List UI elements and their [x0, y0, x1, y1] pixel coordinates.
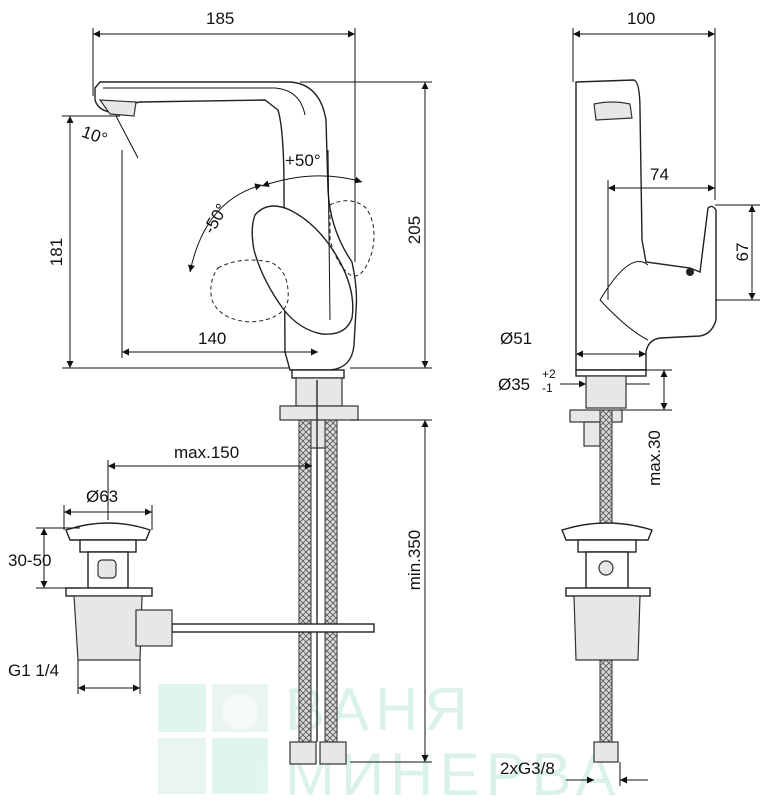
watermark-line1: ВАНЯ	[285, 676, 474, 743]
side-aerator	[593, 101, 633, 121]
lever	[251, 205, 354, 335]
side-waste-cap	[561, 522, 653, 541]
spout-angle-line	[115, 115, 139, 159]
label-74: 74	[650, 165, 669, 184]
waste-cap	[65, 522, 151, 541]
label-g114: G1 1/4	[8, 661, 59, 680]
side-waste-nut	[565, 587, 651, 597]
label-tol-plus: +2	[542, 367, 556, 381]
arc-plus50	[261, 175, 363, 188]
waste-flange	[79, 539, 137, 553]
label-angle-10: 10°	[79, 122, 110, 149]
side-view-faucet	[561, 79, 717, 763]
aerator	[98, 99, 137, 117]
side-curve	[599, 261, 649, 301]
label-67: 67	[733, 243, 752, 262]
label-g38: 2xG3/8	[500, 759, 555, 778]
pull-rod	[171, 623, 375, 633]
side-waste-lower	[573, 595, 641, 661]
watermark-logo	[158, 684, 268, 794]
side-washer	[569, 409, 623, 423]
hose-right	[324, 419, 338, 743]
label-205: 205	[405, 216, 424, 244]
lever-axis	[327, 149, 331, 321]
label-181: 181	[47, 238, 66, 266]
side-waste-flange	[577, 539, 637, 553]
hose-end-right	[319, 741, 347, 765]
side-body	[575, 79, 717, 371]
dimension-lines	[36, 28, 760, 786]
watermark: ВАНЯ МИНЕРВА	[158, 676, 616, 801]
side-shank	[585, 375, 627, 409]
side-base	[575, 369, 647, 377]
label-185: 185	[206, 9, 234, 28]
front-view-faucet	[94, 81, 375, 765]
hose-end-left	[289, 741, 317, 765]
label-140: 140	[198, 329, 226, 348]
side-stud	[583, 421, 601, 447]
waste-nut	[65, 587, 153, 597]
label-max-150: max.150	[174, 443, 239, 462]
label-dia-63: Ø63	[86, 487, 118, 506]
arc-minus50	[188, 183, 263, 273]
label-angle-plus50: +50°	[285, 151, 321, 170]
fixing-washer	[279, 405, 359, 421]
front-waste	[65, 522, 173, 661]
label-max-30: max.30	[645, 430, 664, 486]
shank-nut	[295, 377, 343, 407]
waste-side-connector	[135, 609, 173, 647]
waste-slot-icon	[97, 559, 117, 579]
lever-ghost-right	[329, 200, 375, 277]
label-tol-minus: -1	[542, 381, 553, 395]
lever-screw	[686, 268, 694, 276]
spout-edge	[103, 87, 306, 116]
label-dia-35: Ø35	[498, 375, 530, 394]
side-curve-lower	[599, 299, 649, 341]
label-100: 100	[627, 9, 655, 28]
side-waste-hole-icon	[598, 560, 614, 576]
base-plate	[291, 369, 345, 379]
side-hose-end	[593, 741, 619, 763]
waste-body-lower	[73, 595, 143, 661]
label-dia-51: Ø51	[500, 329, 532, 348]
hose-left	[298, 419, 312, 743]
label-min-350: min.350	[405, 530, 424, 590]
label-30-50: 30-50	[8, 551, 51, 570]
